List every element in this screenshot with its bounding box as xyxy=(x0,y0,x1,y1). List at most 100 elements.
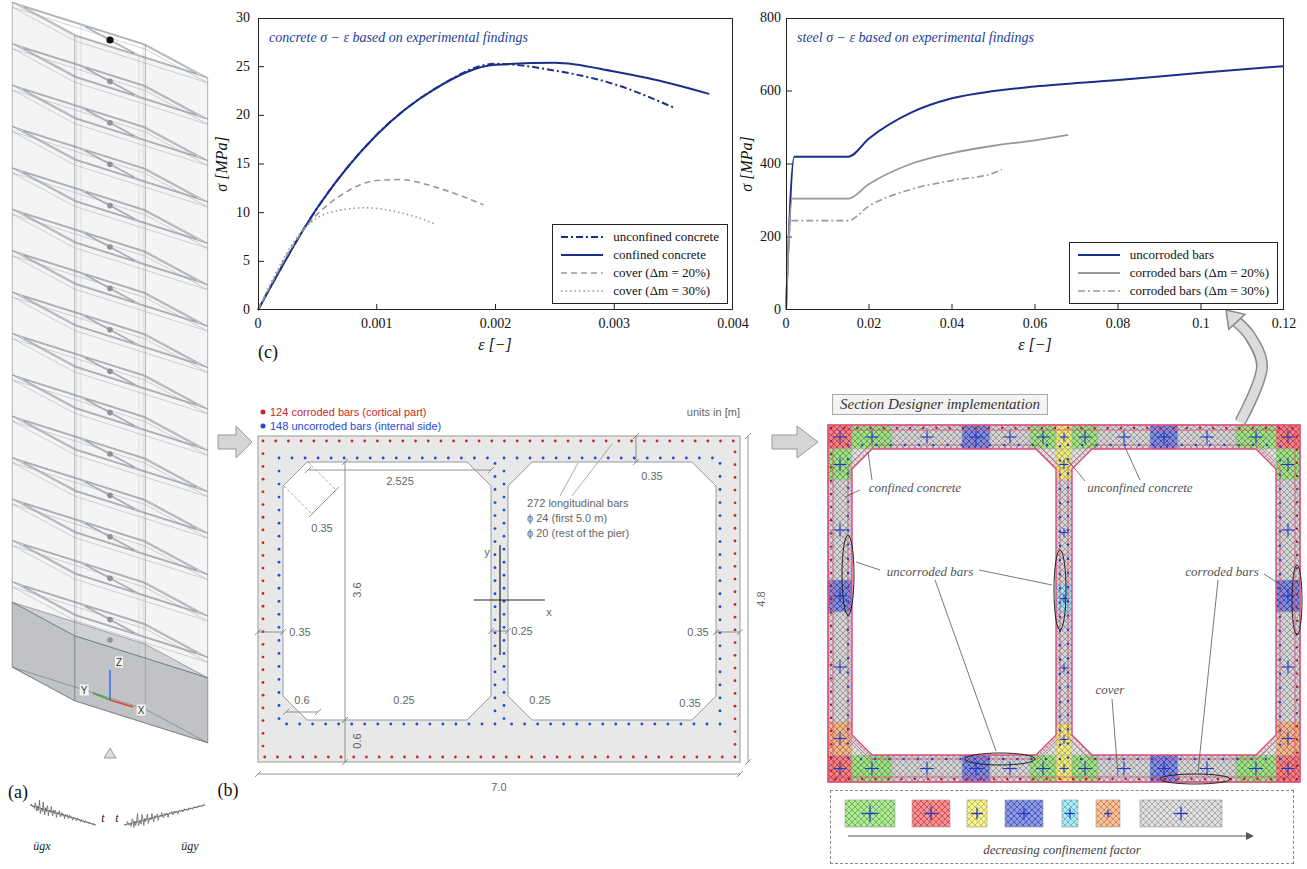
uncorroded-bar xyxy=(330,457,333,460)
corroded-bar xyxy=(1243,778,1245,780)
plus-mark xyxy=(839,589,840,602)
uncorroded-bar xyxy=(1137,758,1139,760)
plus-mark xyxy=(1063,764,1064,773)
uncorroded-bar xyxy=(503,535,506,538)
corroded-bar xyxy=(262,681,265,684)
corroded-bar xyxy=(1296,712,1298,714)
corroded-bar xyxy=(579,440,582,443)
leader-line xyxy=(560,463,578,496)
corroded-bar xyxy=(1278,427,1280,429)
uncorroded-bar xyxy=(1067,600,1069,602)
node-dot xyxy=(107,451,113,457)
uncorroded-bar xyxy=(989,444,991,446)
uncorroded-bar xyxy=(278,509,281,512)
uncorroded-bar xyxy=(1059,502,1061,504)
uncorroded-bar xyxy=(1059,545,1061,547)
uncorroded-bar xyxy=(719,514,722,517)
uncorroded-bar xyxy=(503,574,506,577)
uncorroded-bar xyxy=(1059,673,1061,675)
uncorroded-bar xyxy=(1279,673,1281,675)
axis-line xyxy=(499,545,500,655)
axis-label: σ [MPa] xyxy=(213,136,231,191)
stress-strain-curve xyxy=(258,63,709,310)
tick-label: 600 xyxy=(760,83,781,99)
extension-line xyxy=(284,486,312,514)
uncorroded-bar xyxy=(847,600,849,602)
uncorroded-bar xyxy=(719,462,722,465)
uncorroded-bar xyxy=(395,457,398,460)
corroded-bar xyxy=(830,493,832,495)
corroded-bar xyxy=(734,756,737,759)
uncorroded-bar xyxy=(1067,685,1069,687)
corroded-bar xyxy=(734,743,737,746)
corroded-bar xyxy=(681,440,684,443)
group-ellipse xyxy=(1160,774,1230,784)
corroded-bar xyxy=(645,756,648,759)
legend-line xyxy=(561,290,603,292)
corroded-bar xyxy=(262,579,265,582)
uncorroded-bar xyxy=(278,522,281,525)
dimension-tick xyxy=(488,628,494,634)
corroded-bar xyxy=(262,503,265,506)
uncorroded-bar xyxy=(847,529,849,531)
uncorroded-bar xyxy=(350,723,353,726)
tick-label: 0.1 xyxy=(1192,316,1210,332)
corroded-bar xyxy=(1124,778,1126,780)
uncorroded-bar xyxy=(542,457,545,460)
uncorroded-bar xyxy=(503,678,506,681)
corroded-bar xyxy=(830,559,832,561)
confinement-block xyxy=(1276,425,1300,449)
plus-mark xyxy=(1063,528,1064,537)
corroded-bar xyxy=(734,463,737,466)
uncorroded-bar xyxy=(719,553,722,556)
corroded-bar xyxy=(830,466,832,468)
legend-caption: decreasing confinement factor xyxy=(831,843,1293,857)
uncorroded-bar xyxy=(278,691,281,694)
pier-slab xyxy=(12,85,207,161)
dimension-label: 0.25 xyxy=(393,694,414,706)
uncorroded-bar xyxy=(633,457,636,460)
callout-label: uncorroded bars xyxy=(887,564,974,580)
uncorroded-bar xyxy=(503,704,506,707)
uncorroded-bar xyxy=(1067,614,1069,616)
corroded-bar xyxy=(953,778,955,780)
corroded-bar xyxy=(830,611,832,613)
pier-slab xyxy=(12,209,207,285)
corroded-bar xyxy=(605,440,608,443)
axis-line xyxy=(474,599,545,600)
leader-line xyxy=(1264,574,1290,591)
signal-label: t xyxy=(115,811,118,826)
corroded-bar xyxy=(657,756,660,759)
uncorroded-bar xyxy=(291,457,294,460)
pier-base-bottom xyxy=(12,667,207,743)
corroded-bar xyxy=(830,519,832,521)
connector-arrow xyxy=(1226,310,1262,422)
plus-mark xyxy=(1163,762,1164,776)
corroded-bar xyxy=(962,427,964,429)
corroded-bar xyxy=(830,440,832,442)
stress-strain-charts xyxy=(258,63,1284,310)
uncorroded-bar xyxy=(503,548,506,551)
corroded-bar xyxy=(1296,751,1298,753)
corroded-bar xyxy=(668,440,671,443)
uncorroded-bar xyxy=(1067,714,1069,716)
uncorroded-bar xyxy=(1067,529,1069,531)
uncorroded-bar xyxy=(376,723,379,726)
z-axis xyxy=(109,670,110,700)
uncorroded-bar xyxy=(447,457,450,460)
uncorroded-bar xyxy=(1067,586,1069,588)
uncorroded-bar xyxy=(680,723,683,726)
uncorroded-bar xyxy=(847,558,849,560)
corroded-bar xyxy=(516,440,519,443)
corroded-bar xyxy=(1296,646,1298,648)
corroded-bar xyxy=(734,641,737,644)
dimension-line xyxy=(342,717,348,765)
uncorroded-bar xyxy=(847,700,849,702)
corroded-bar xyxy=(440,440,443,443)
dimension-stroke xyxy=(345,720,346,762)
cover-outline xyxy=(828,425,1300,782)
connector-body xyxy=(1237,322,1262,422)
confinement-swatch xyxy=(1096,800,1120,827)
corroded-bar xyxy=(478,440,481,443)
